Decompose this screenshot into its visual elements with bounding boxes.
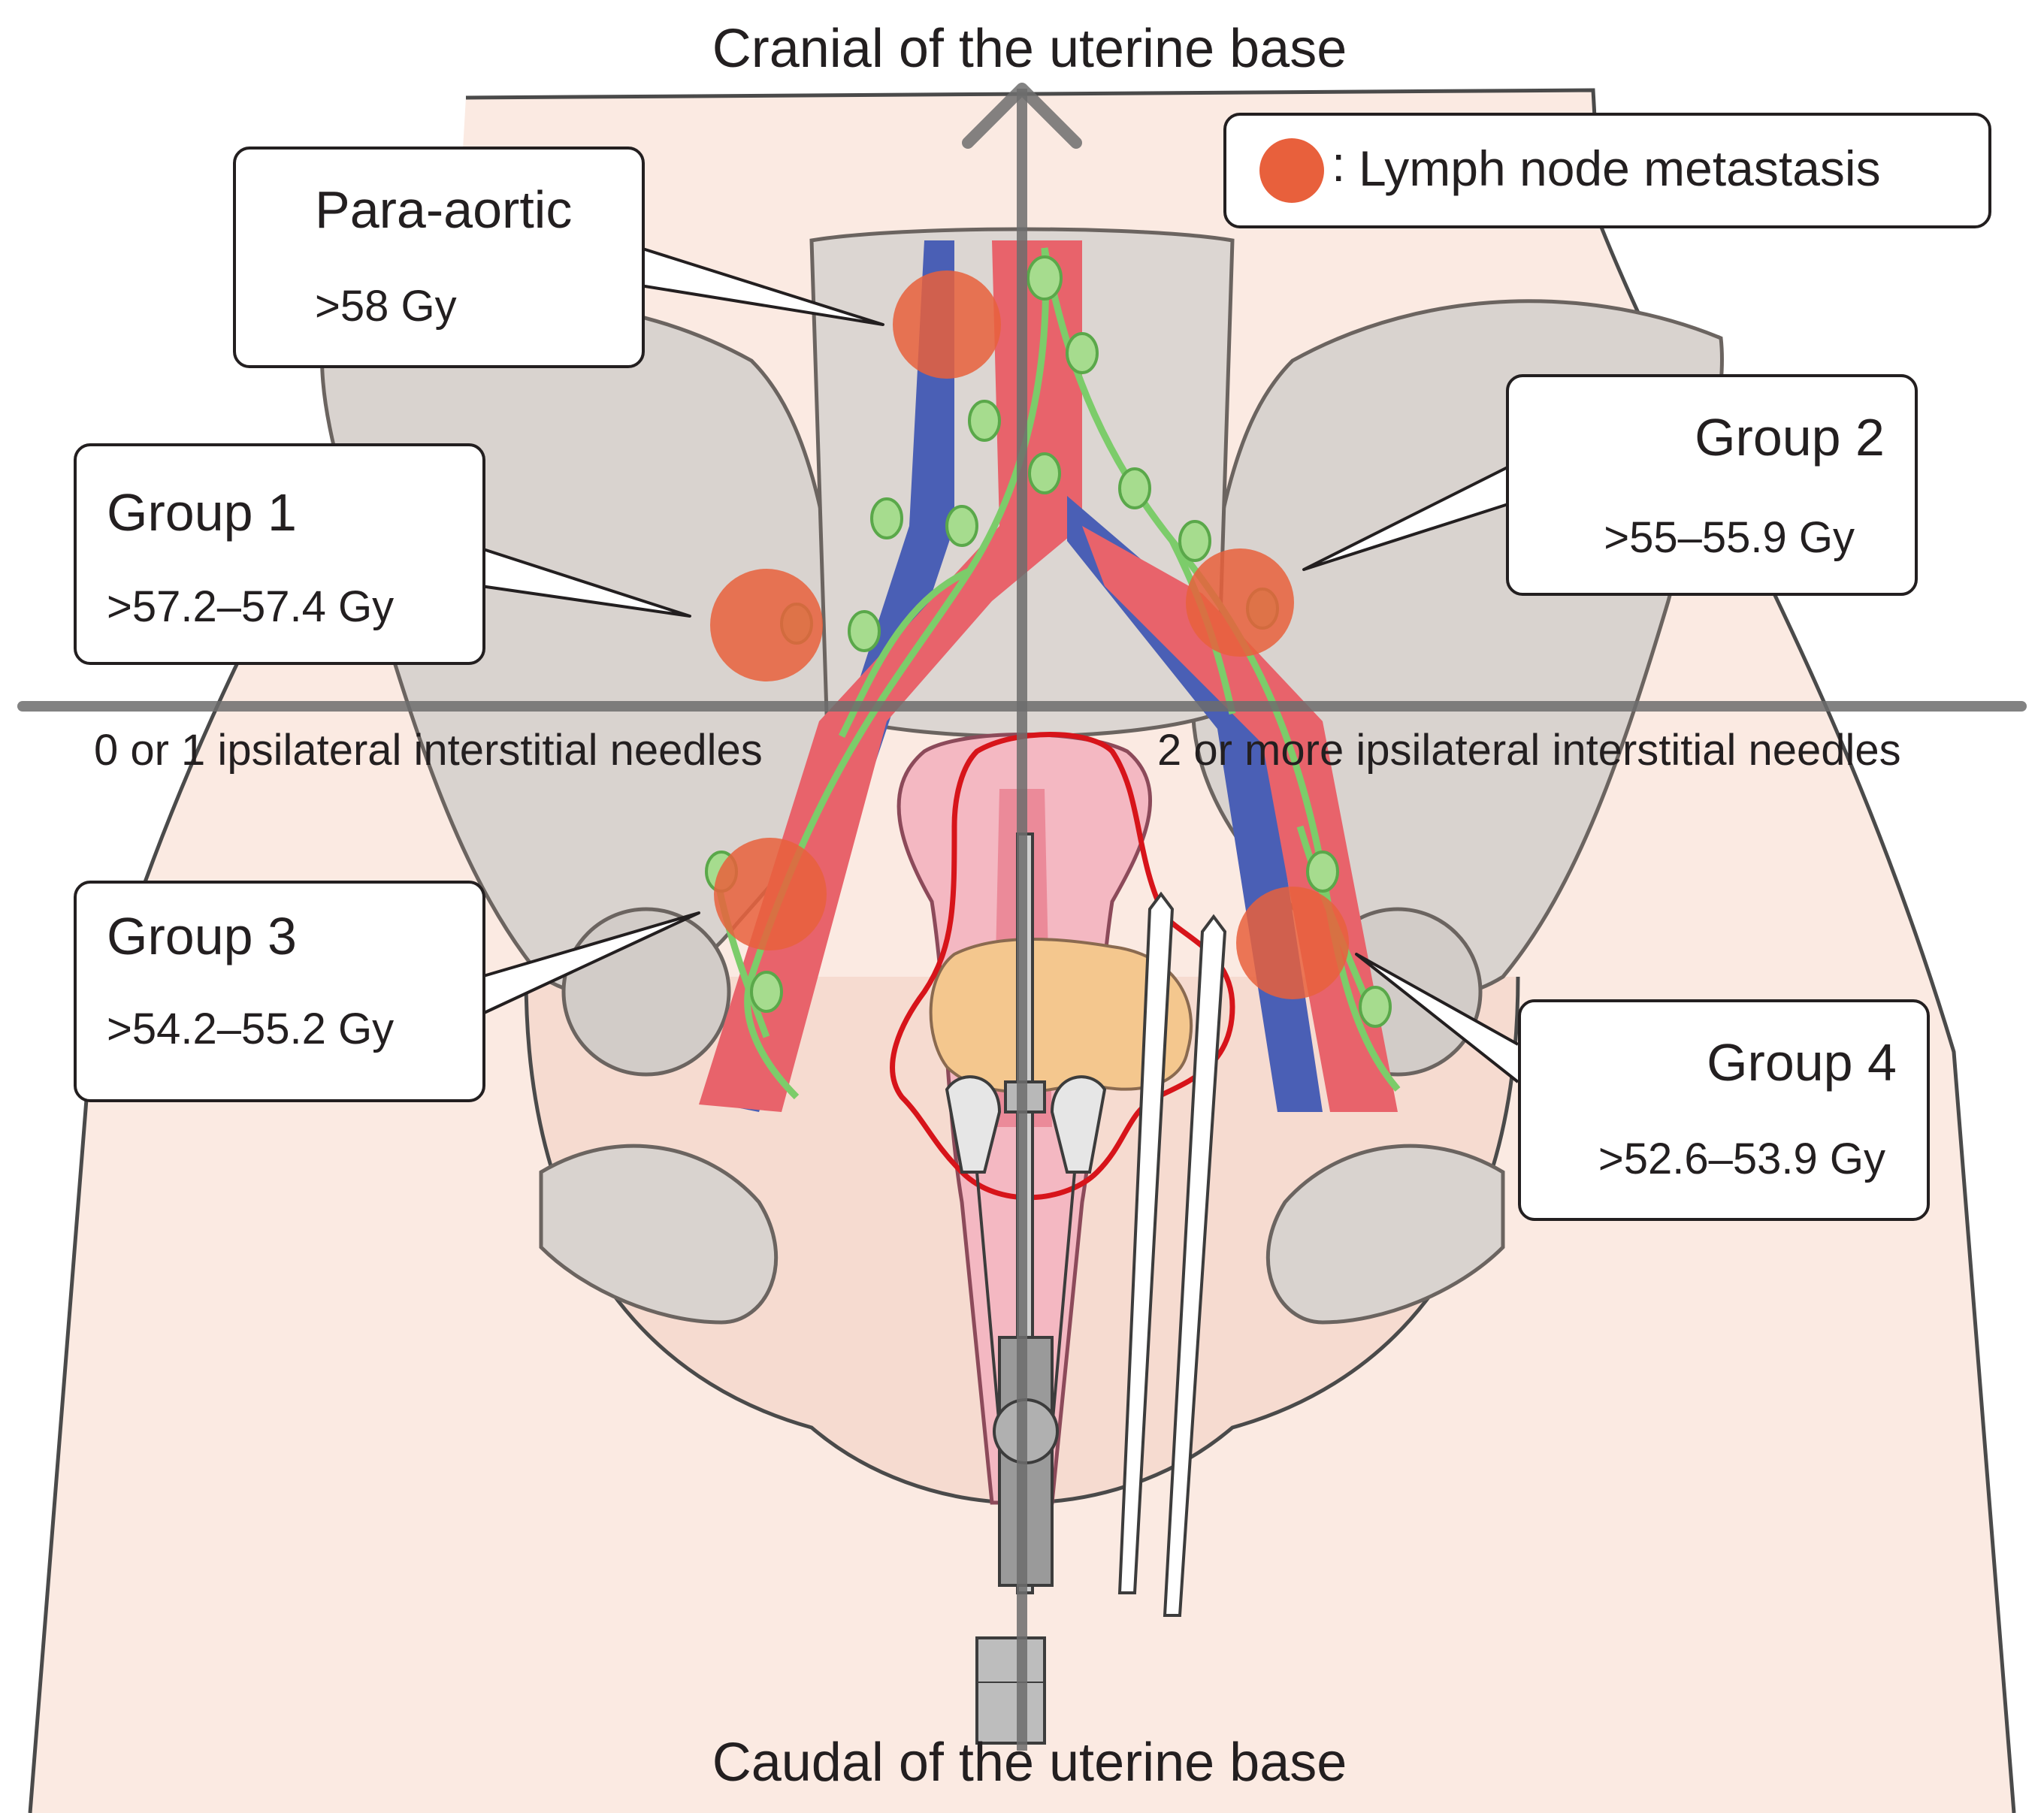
callout-group4: Group 4 >52.6–53.9 Gy (1518, 999, 1930, 1221)
divider-label-left: 0 or 1 ipsilateral interstitial needles (94, 726, 763, 775)
metastasis-marker-group1 (710, 569, 823, 681)
metastasis-marker-group3 (714, 838, 827, 950)
axis-label-cranial: Cranial of the uterine base (712, 19, 1347, 79)
callout-para-aortic: Para-aortic >58 Gy (233, 147, 645, 368)
legend-label: Lymph node metastasis (1359, 141, 1881, 196)
metastasis-marker-para-aortic (893, 270, 1001, 379)
callout-dose: >54.2–55.2 Gy (107, 1005, 395, 1053)
callout-title: Para-aortic (315, 180, 573, 239)
legend: : Lymph node metastasis (1223, 113, 1991, 228)
cranial-caudal-axis (962, 83, 1082, 1751)
callout-dose: >58 Gy (315, 282, 457, 331)
callout-title: Group 4 (1707, 1033, 1897, 1092)
lymphatic-network (710, 247, 1401, 1100)
legend-marker (1259, 138, 1324, 203)
callout-title: Group 2 (1695, 408, 1885, 467)
callout-title: Group 1 (107, 483, 297, 542)
callout-dose: >55–55.9 Gy (1604, 513, 1855, 562)
callout-title: Group 3 (107, 907, 297, 965)
callout-dose: >57.2–57.4 Gy (107, 582, 395, 631)
target-volume-outline (890, 732, 1235, 1201)
metastasis-marker-group2 (1186, 548, 1294, 657)
callout-group3: Group 3 >54.2–55.2 Gy (74, 881, 485, 1102)
axis-label-caudal: Caudal of the uterine base (712, 1733, 1347, 1793)
metastasis-marker-group4 (1236, 887, 1349, 999)
callout-group1: Group 1 >57.2–57.4 Gy (74, 443, 485, 665)
callout-pointers (480, 246, 1519, 1083)
callout-dose: >52.6–53.9 Gy (1598, 1135, 1885, 1183)
divider-label-right: 2 or more ipsilateral interstitial needl… (1157, 726, 1901, 775)
metastasis-markers (710, 270, 1349, 999)
legend-separator: : (1332, 136, 1346, 192)
interstitial-needles (1117, 891, 1227, 1617)
callout-group2: Group 2 >55–55.9 Gy (1506, 374, 1918, 596)
